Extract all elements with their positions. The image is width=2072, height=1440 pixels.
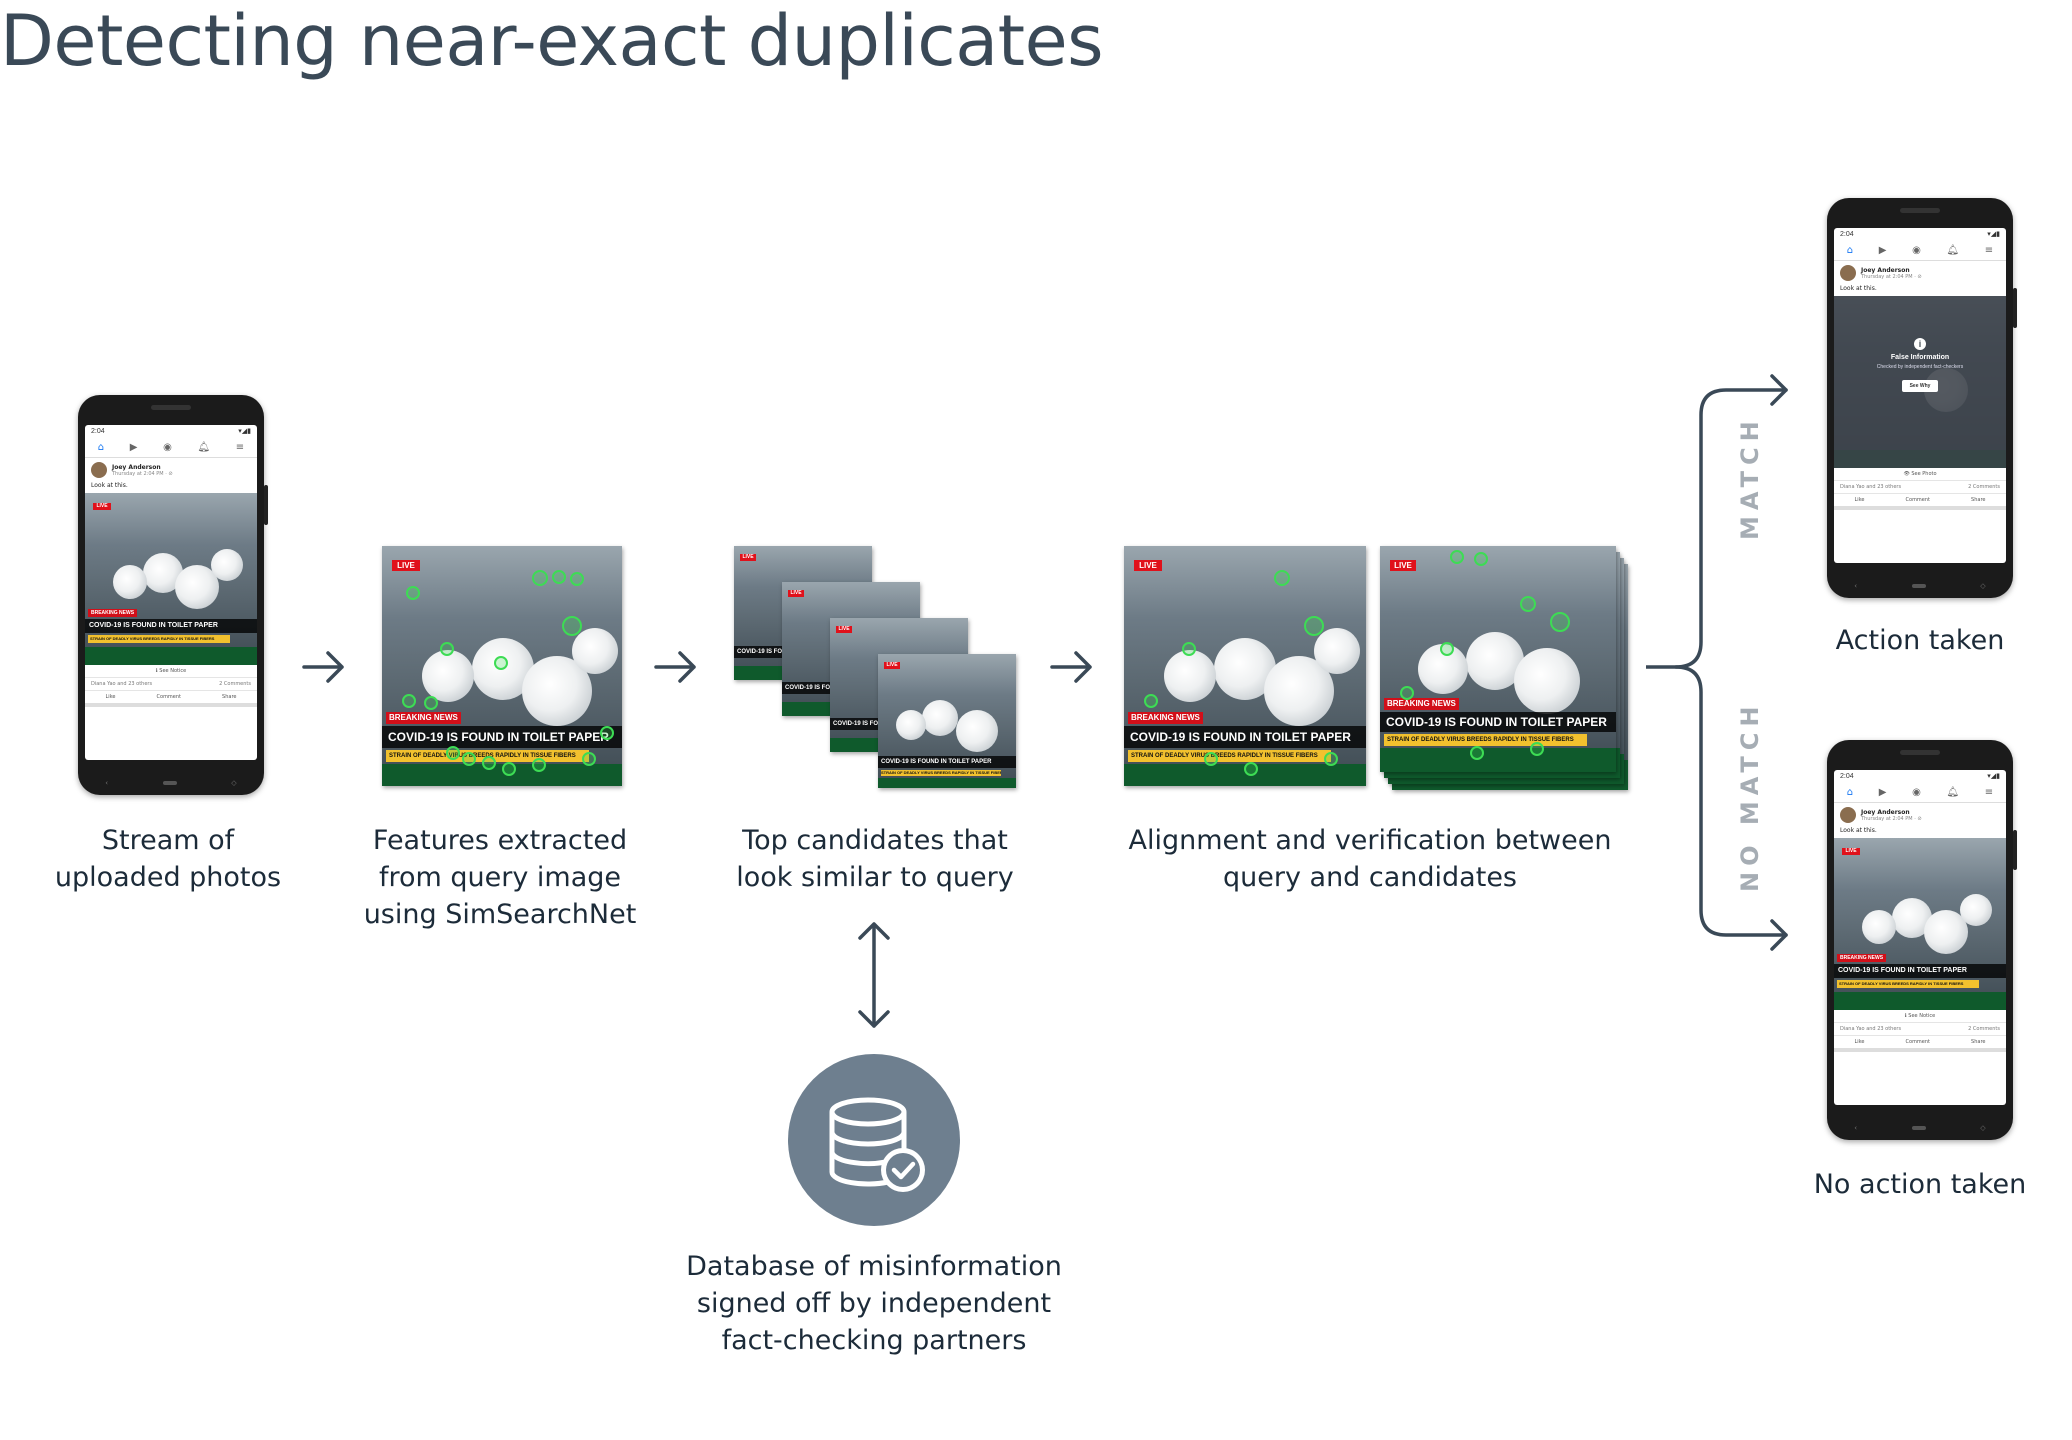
page-title: Detecting near-exact duplicates	[0, 0, 1104, 82]
caption-action-taken: Action taken	[1835, 625, 2005, 656]
video-icon: ▶	[129, 441, 138, 453]
groups-icon: ◉	[1912, 244, 1921, 256]
candidate-image: LIVE COVID-19 IS FOUND IN TOILET PAPER S…	[878, 654, 1016, 788]
video-icon: ▶	[1878, 244, 1887, 256]
groups-icon: ◉	[163, 441, 172, 453]
menu-icon: ≡	[1984, 244, 1994, 256]
home-icon: ⌂	[1846, 244, 1854, 256]
bell-icon: 🔔︎	[197, 441, 211, 453]
app-navbar: ⌂ ▶ ◉ 🔔︎ ≡	[85, 437, 257, 458]
info-icon: i	[1914, 338, 1926, 350]
home-icon: ⌂	[97, 441, 105, 453]
caption-database: Database of misinformation signed off by…	[686, 1251, 1062, 1356]
query-feature-image: LIVE BREAKING NEWS COVID-19 IS FOUND IN …	[382, 546, 622, 786]
news-image: LIVE BREAKING NEWS COVID-19 IS FOUND IN …	[1834, 838, 2006, 1010]
right-arrow-icon	[302, 651, 344, 683]
caption-stream: Stream of uploaded photos	[54, 825, 282, 893]
app-navbar: ⌂ ▶ ◉ 🔔︎ ≡	[1834, 782, 2006, 803]
caption-features: Features extracted from query image usin…	[363, 825, 637, 930]
menu-icon: ≡	[1984, 786, 1994, 798]
right-arrow-icon	[1050, 651, 1092, 683]
groups-icon: ◉	[1912, 786, 1921, 798]
video-icon: ▶	[1878, 786, 1887, 798]
news-image: LIVE BREAKING NEWS COVID-19 IS FOUND IN …	[85, 493, 257, 665]
no-match-label: NO MATCH	[1736, 700, 1764, 892]
home-icon: ⌂	[1846, 786, 1854, 798]
caption-alignment: Alignment and verification between query…	[1128, 825, 1612, 893]
avatar	[1840, 807, 1856, 823]
query-aligned-image: LIVE BREAKING NEWS COVID-19 IS FOUND IN …	[1124, 546, 1366, 786]
see-why-button[interactable]: See Why	[1901, 380, 1939, 392]
branch-arrow-icon	[1646, 374, 1788, 951]
menu-icon: ≡	[235, 441, 245, 453]
match-label: MATCH	[1736, 415, 1764, 540]
bell-icon: 🔔︎	[1946, 786, 1960, 798]
bell-icon: 🔔︎	[1946, 244, 1960, 256]
avatar	[91, 462, 107, 478]
double-arrow-icon	[858, 922, 890, 1028]
avatar	[1840, 265, 1856, 281]
app-navbar: ⌂ ▶ ◉ 🔔︎ ≡	[1834, 240, 2006, 261]
caption-candidates: Top candidates that look similar to quer…	[736, 825, 1014, 893]
database-check-icon	[788, 1054, 960, 1226]
right-arrow-icon	[654, 651, 696, 683]
candidate-aligned-image: LIVE BREAKING NEWS COVID-19 IS FOUND IN …	[1380, 546, 1616, 772]
caption-no-action-taken: No action taken	[1813, 1169, 2027, 1200]
false-information-overlay: i False Information Checked by independe…	[1834, 296, 2006, 468]
